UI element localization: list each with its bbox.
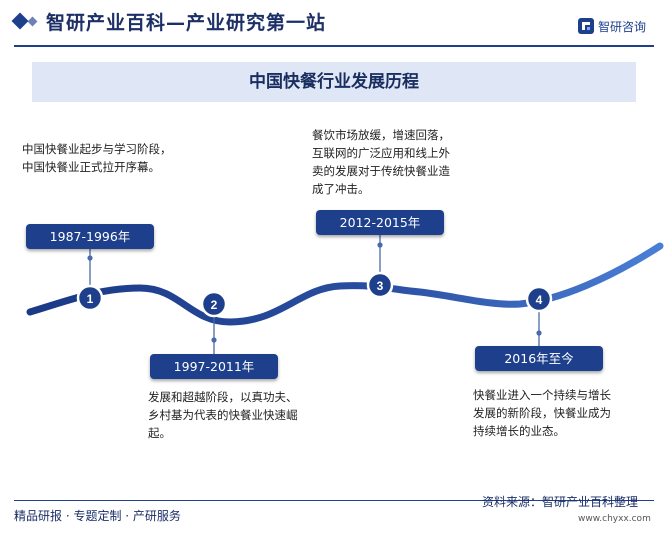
period-badge-4: 2016年至今 bbox=[475, 346, 603, 371]
footer-divider bbox=[14, 500, 654, 501]
connector-dot-3 bbox=[377, 242, 383, 248]
stage-marker-4: 4 bbox=[525, 285, 553, 313]
stage-marker-3: 3 bbox=[366, 271, 394, 299]
footer-source: 资料来源：智研产业百科整理 bbox=[482, 495, 639, 509]
timeline-wave bbox=[26, 242, 664, 326]
site-title: 智研产业百科—产业研究第一站 bbox=[46, 12, 327, 34]
stage-marker-1: 1 bbox=[76, 284, 104, 312]
stage-marker-4-label: 4 bbox=[536, 293, 543, 307]
stage-description-3: 餐饮市场放缓，增速回落，互联网的广泛应用和线上外卖的发展对于传统快餐业造成了冲击… bbox=[312, 128, 450, 196]
stage-marker-1-label: 1 bbox=[87, 292, 94, 306]
connector-dot-2 bbox=[211, 337, 217, 343]
title-band bbox=[32, 62, 636, 102]
stage-description-1: 中国快餐业起步与学习阶段，中国快餐业正式拉开序幕。 bbox=[22, 142, 172, 174]
period-badge-1: 1987-1996年 bbox=[26, 224, 154, 249]
chart-title: 中国快餐行业发展历程 bbox=[249, 72, 419, 92]
logo-text: 智研咨询 bbox=[598, 19, 647, 34]
period-badge-3: 2012-2015年 bbox=[316, 210, 444, 235]
footer-services: 精品研报 · 专题定制 · 产研服务 bbox=[14, 509, 181, 523]
brand-logo[interactable]: 智研咨询 bbox=[578, 17, 646, 35]
connector-dot-1 bbox=[87, 255, 93, 261]
stage-marker-2: 2 bbox=[200, 290, 228, 318]
header: 智研产业百科—产业研究第一站 智研咨询 bbox=[0, 0, 668, 50]
stage-marker-2-label: 2 bbox=[211, 298, 218, 312]
connector-dot-4 bbox=[536, 330, 542, 336]
stage-description-4: 快餐业进入一个持续与增长发展的新阶段，快餐业成为持续增长的业态。 bbox=[473, 388, 611, 438]
header-divider bbox=[14, 45, 654, 47]
stage-marker-3-label: 3 bbox=[377, 279, 384, 293]
logo-icon bbox=[578, 18, 594, 34]
period-badge-2: 1997-2011年 bbox=[150, 354, 278, 379]
footer-url[interactable]: www.chyxx.com bbox=[578, 514, 651, 524]
stage-description-2: 发展和超越阶段，以真功夫、乡村基为代表的快餐业快速崛起。 bbox=[148, 390, 298, 440]
